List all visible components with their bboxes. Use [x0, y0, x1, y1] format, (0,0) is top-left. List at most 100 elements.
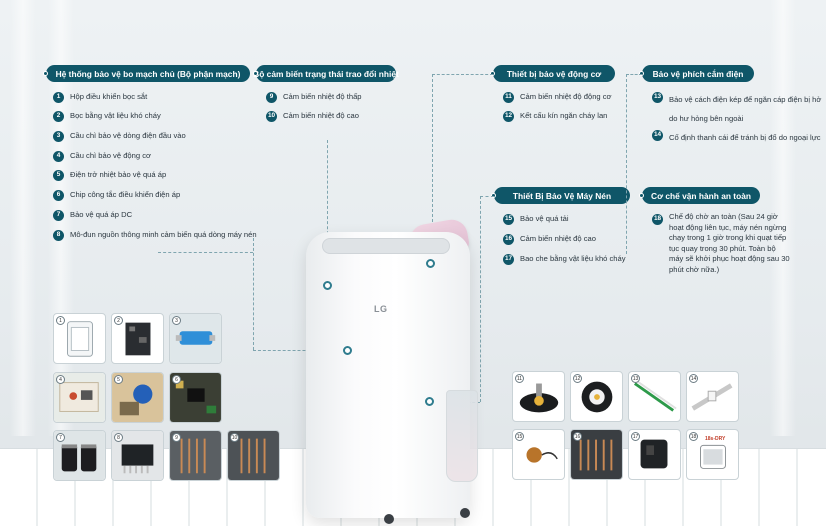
hotspot-marker[interactable]: [323, 281, 332, 290]
water-tank: [446, 390, 478, 482]
thumb-busbar[interactable]: 14: [686, 371, 739, 422]
item-number: 5: [53, 169, 64, 181]
pill-dot: [43, 71, 48, 76]
thumb-input-fuse[interactable]: 3: [169, 313, 222, 364]
window-light-stripe: [770, 0, 796, 436]
item-text: Chế độ chờ an toàn (Sau 24 giờ hoạt động…: [669, 212, 790, 274]
thumb-number: 15: [515, 432, 524, 441]
item-number: 1: [53, 91, 64, 103]
connector-line: [432, 74, 493, 75]
item-text: Hộp điều khiển bọc sắt: [70, 92, 148, 101]
thumb-number: 11: [515, 374, 524, 383]
item-text: Cảm biến nhiệt độ thấp: [283, 92, 362, 101]
thumb-number: 9: [172, 433, 181, 442]
item-text: Cố định thanh cái để tránh bị đổ do ngoạ…: [669, 133, 821, 142]
item-number: 3: [53, 130, 64, 142]
thumb-number: 1: [56, 316, 65, 325]
thumb-flame-retardant[interactable]: 2: [111, 313, 164, 364]
connector-line: [480, 196, 481, 402]
thumb-power-module[interactable]: 8: [111, 430, 164, 481]
item-number: 7: [53, 209, 64, 221]
connector-line: [253, 350, 345, 351]
thumb-compressor-temp[interactable]: 16: [570, 429, 623, 480]
item-text: Mô-đun nguồn thông minh cảm biến quá dòn…: [70, 230, 257, 239]
overload-protector-illustration: [526, 447, 558, 463]
cover-illustration: [640, 439, 668, 469]
pill-dot: [253, 71, 258, 76]
item-text: Cầu chì bảo vệ động cơ: [70, 151, 151, 160]
motor-sealed-illustration: [581, 381, 613, 413]
item-number: 16: [503, 233, 514, 245]
item-text: Kết cấu kín ngăn cháy lan: [520, 111, 608, 120]
thumb-number: 7: [56, 433, 65, 442]
thumb-number: 6: [172, 375, 181, 384]
item-number: 8: [53, 229, 64, 241]
dry-mode-illustration: [700, 444, 726, 469]
thumb-control-box[interactable]: 1: [53, 313, 106, 364]
item-number: 2: [53, 110, 64, 122]
thumb-thermistor[interactable]: 5: [111, 372, 164, 423]
thumb-number: 17: [631, 432, 640, 441]
item-number: 12: [503, 110, 514, 122]
thumb-number: 2: [114, 316, 123, 325]
thumb-motor-fuse[interactable]: 4: [53, 372, 106, 423]
thumb-double-insulation[interactable]: 13: [628, 371, 681, 422]
dehumidifier-body: LG: [306, 232, 470, 518]
thumb-sealed-structure[interactable]: 12: [570, 371, 623, 422]
thumb-number: 18: [689, 432, 698, 441]
pill-dot: [490, 71, 495, 76]
section-title-text: Thiết Bị Bảo Vệ Máy Nén: [512, 190, 612, 201]
thumb-number: 3: [172, 316, 181, 325]
list-item: 3 Cầu chì bảo vệ dòng điện đầu vào: [53, 129, 186, 143]
section-title-main-board: Hệ thống bảo vệ bo mạch chủ (Bộ phận mạc…: [43, 65, 250, 82]
item-number: 18: [652, 213, 663, 225]
thumb-low-temp-sensor[interactable]: 9: [169, 430, 222, 481]
pill-dot: [639, 193, 644, 198]
section-title-compressor: Thiết Bị Bảo Vệ Máy Nén: [491, 187, 630, 204]
section-title-text: Bộ cảm biến trạng thái trao đổi nhiệt: [253, 68, 399, 79]
section-title-safety: Cơ chế vận hành an toàn: [639, 187, 760, 204]
item-number: 6: [53, 189, 64, 201]
item-number: 11: [503, 91, 514, 103]
list-item: 9 Cảm biến nhiệt độ thấp: [266, 90, 362, 104]
thumb-number: 8: [114, 433, 123, 442]
thumb-high-temp-sensor[interactable]: 10: [227, 430, 280, 481]
connector-line: [480, 196, 494, 197]
thumb-compressor-cover[interactable]: 17: [628, 429, 681, 480]
thumb-motor-temp-sensor[interactable]: 11: [512, 371, 565, 422]
thumb-safe-standby[interactable]: 18 18s-DRY: [686, 429, 739, 480]
wheel: [384, 514, 394, 524]
section-title-text: Hệ thống bảo vệ bo mạch chủ (Bộ phận mạc…: [55, 68, 241, 79]
thumb-number: 14: [689, 374, 698, 383]
item-number: 15: [503, 213, 514, 225]
thumb-overload[interactable]: 15: [512, 429, 565, 480]
hotspot-marker[interactable]: [343, 346, 352, 355]
motor-illustration: [519, 383, 559, 413]
connector-line: [327, 140, 328, 285]
thumb-number: 5: [114, 375, 123, 384]
thumb-voltage-chip[interactable]: 6: [169, 372, 222, 423]
item-text: Cảm biến nhiệt độ cao: [283, 111, 359, 120]
pcb-black-illustration: [125, 322, 151, 356]
item-number: 17: [503, 253, 514, 265]
connector-line: [626, 74, 642, 75]
hotspot-marker[interactable]: [425, 397, 434, 406]
thumb-number: 10: [230, 433, 239, 442]
item-text: Cầu chì bảo vệ dòng điện đầu vào: [70, 131, 186, 140]
section-title-text: Thiết bị bảo vệ động cơ: [506, 68, 602, 79]
thumb-number: 16: [573, 432, 582, 441]
item-text: Điện trở nhiệt bảo vệ quá áp: [70, 170, 167, 179]
thumb-number: 13: [631, 374, 640, 383]
item-text: Bảo vệ cách điện kép để ngăn cáp điện bị…: [669, 95, 822, 123]
item-number: 13: [652, 91, 663, 103]
hotspot-marker[interactable]: [426, 259, 435, 268]
item-number: 10: [266, 110, 277, 122]
item-number: 9: [266, 91, 277, 103]
thumb-dc-protection[interactable]: 7: [53, 430, 106, 481]
